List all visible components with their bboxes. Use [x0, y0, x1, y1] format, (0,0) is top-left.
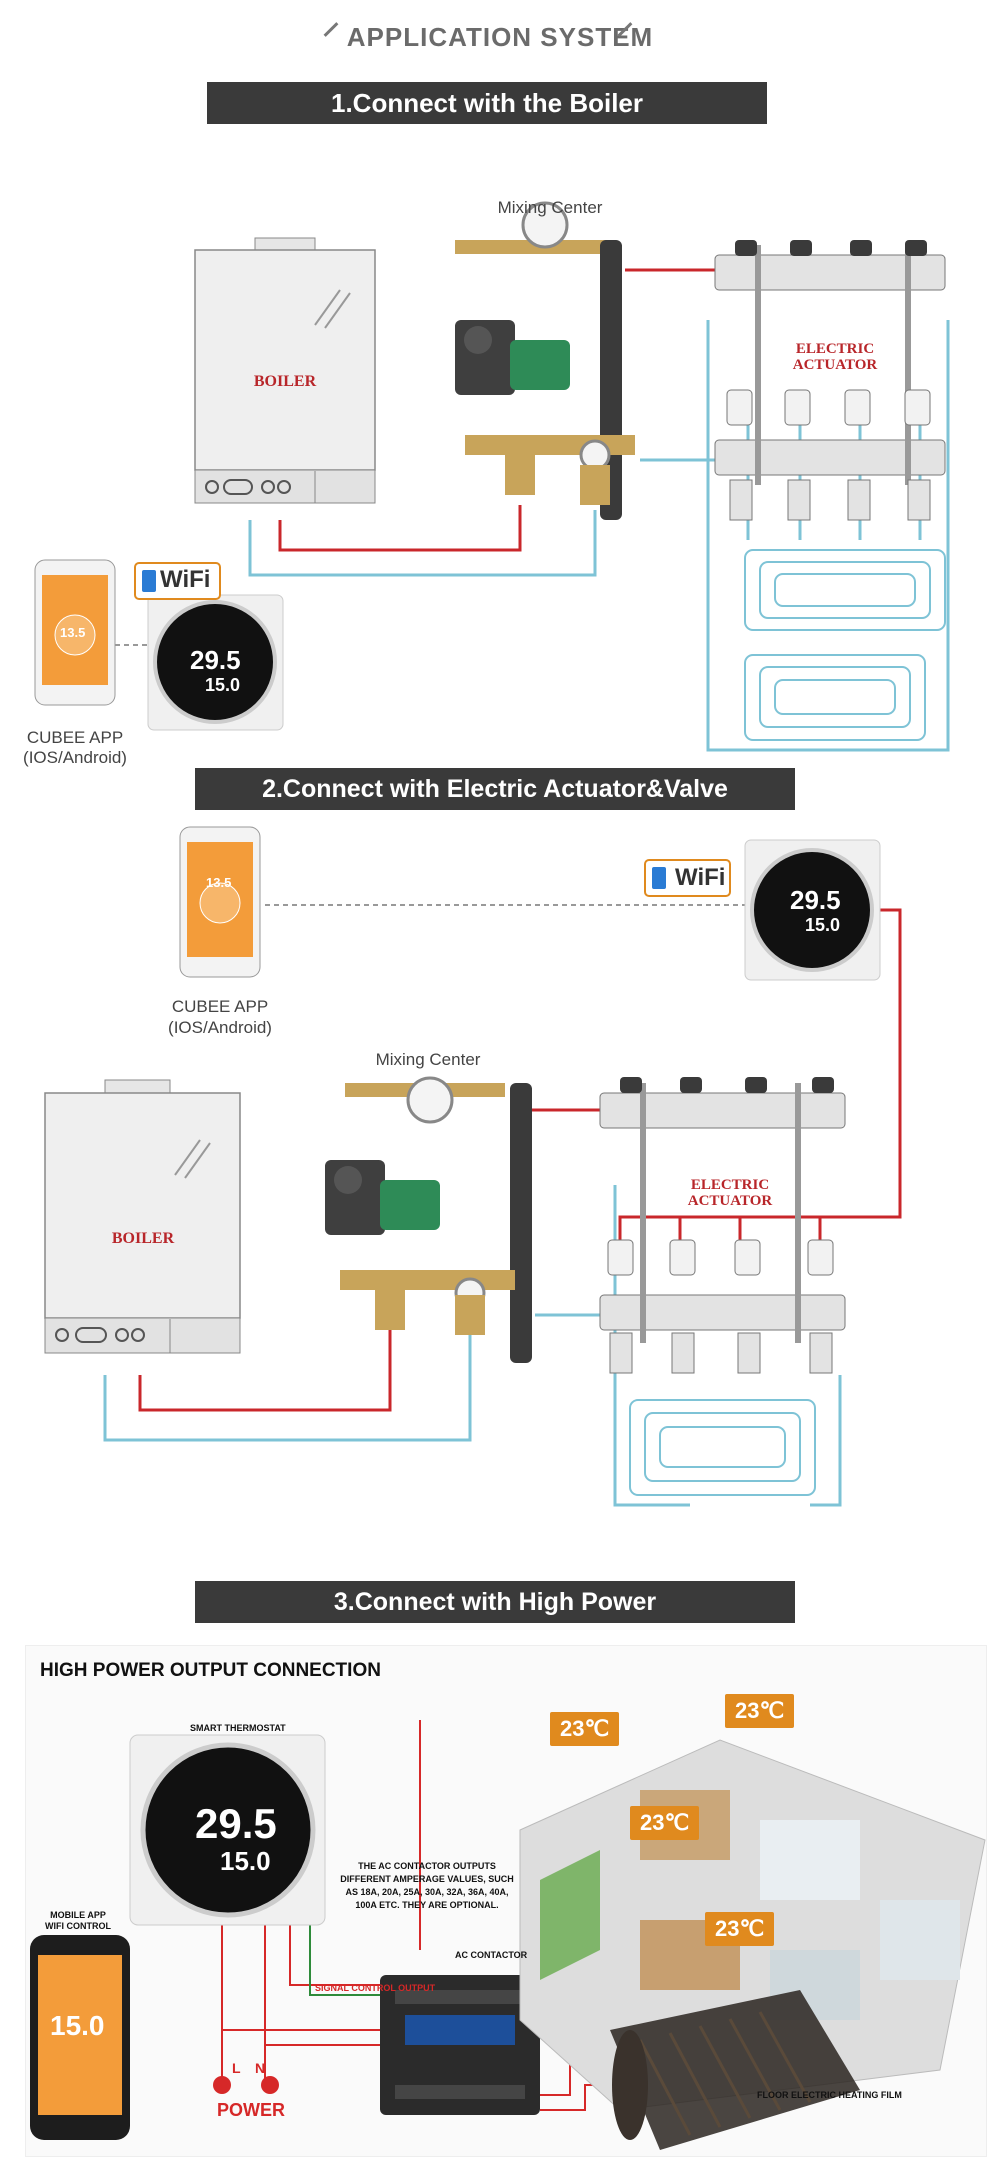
- section3-thermo-small: 15.0: [220, 1846, 271, 1876]
- boiler-unit-2: [44, 1079, 241, 1354]
- thermostat-3: [129, 1734, 326, 1926]
- section2-app-line2: (IOS/Android): [168, 1018, 272, 1037]
- manifold-1: [714, 240, 946, 521]
- mixing-center-1: [455, 201, 635, 520]
- terminal-n-label: N: [255, 2060, 266, 2076]
- ac-note: THE AC CONTACTOR OUTPUTS DIFFERENT AMPER…: [340, 1861, 514, 1910]
- room-temp-tag-2: 23℃: [725, 1694, 795, 1728]
- section1-wifi-label: WiFi: [160, 566, 211, 593]
- section2-mixing-label: Mixing Center: [375, 1050, 481, 1069]
- ac-contactor: [380, 1975, 540, 2115]
- section1-phone-temp: 13.5: [60, 625, 86, 640]
- section2-actuator-line2: ACTUATOR: [687, 1193, 773, 1209]
- signal-control-label: SIGNAL CONTROL OUTPUT: [315, 1983, 436, 1993]
- thermostat-1: [147, 594, 284, 731]
- floor-loop-2: [629, 1399, 816, 1496]
- heating-film-label: FLOOR ELECTRIC HEATING FILM: [757, 2090, 902, 2100]
- section1-actuator-line2: ACTUATOR: [792, 357, 878, 373]
- section2-app-line1: CUBEE APP: [171, 997, 269, 1016]
- section2-boiler-label: BOILER: [111, 1230, 175, 1247]
- high-power-panel-title: HIGH POWER OUTPUT CONNECTION: [40, 1660, 381, 1681]
- phone-2: [179, 826, 261, 978]
- mixing-center-2: [325, 1076, 532, 1363]
- power-label: POWER: [217, 2100, 286, 2120]
- floor-loop-1: [744, 549, 946, 741]
- section2-actuator-line1: ELECTRIC: [690, 1177, 770, 1193]
- section1-mixing-label: Mixing Center: [497, 198, 603, 217]
- manifold-2: [599, 1077, 846, 1374]
- section2-banner: 2.Connect with Electric Actuator&Valve: [195, 768, 795, 810]
- page-header-title: APPLICATION SYSTEM: [346, 22, 654, 52]
- section3-banner: 3.Connect with High Power: [195, 1581, 795, 1623]
- section1-app-line2: (IOS/Android): [23, 748, 127, 767]
- heating-film: [610, 1990, 860, 2150]
- room-temp-tag-4: 23℃: [705, 1912, 775, 1946]
- section1-thermo-small: 15.0: [205, 675, 241, 695]
- thermostat-2: [744, 839, 881, 981]
- section2-diagram: [44, 826, 902, 1507]
- wifi-badge-1: [134, 562, 221, 600]
- section2-thermo-big: 29.5: [790, 885, 841, 915]
- mobile-app-line1: MOBILE APP: [50, 1910, 106, 1920]
- boiler-unit-1: [194, 237, 376, 504]
- phone-1: [34, 559, 116, 706]
- section1-actuator-line1: ELECTRIC: [795, 341, 875, 357]
- section3-phone-temp: 15.0: [50, 2010, 105, 2041]
- section1-banner: 1.Connect with the Boiler: [207, 82, 767, 124]
- section2-wifi-label: WiFi: [675, 864, 726, 891]
- room-temp-tag-3: 23℃: [630, 1806, 700, 1840]
- smart-thermostat-label: SMART THERMOSTAT: [190, 1723, 286, 1733]
- mobile-app-line2: WIFI CONTROL: [45, 1921, 111, 1931]
- section1-boiler-label: BOILER: [253, 373, 317, 390]
- ac-contactor-label: AC CONTACTOR: [455, 1950, 528, 1960]
- section2-thermo-small: 15.0: [805, 915, 841, 935]
- room-temp-tag-1: 23℃: [550, 1712, 620, 1746]
- section3-thermo-big: 29.5: [195, 1800, 277, 1847]
- wifi-badge-2: [644, 859, 731, 897]
- phone-3: [30, 1935, 130, 2140]
- terminal-n-dot: [261, 2076, 279, 2094]
- section1-app-line1: CUBEE APP: [26, 728, 124, 747]
- section2-phone-temp: 13.5: [206, 875, 232, 890]
- section1-thermo-big: 29.5: [190, 645, 241, 675]
- terminal-l-dot: [213, 2076, 231, 2094]
- section1-diagram: [34, 201, 950, 752]
- terminal-l-label: L: [232, 2060, 241, 2076]
